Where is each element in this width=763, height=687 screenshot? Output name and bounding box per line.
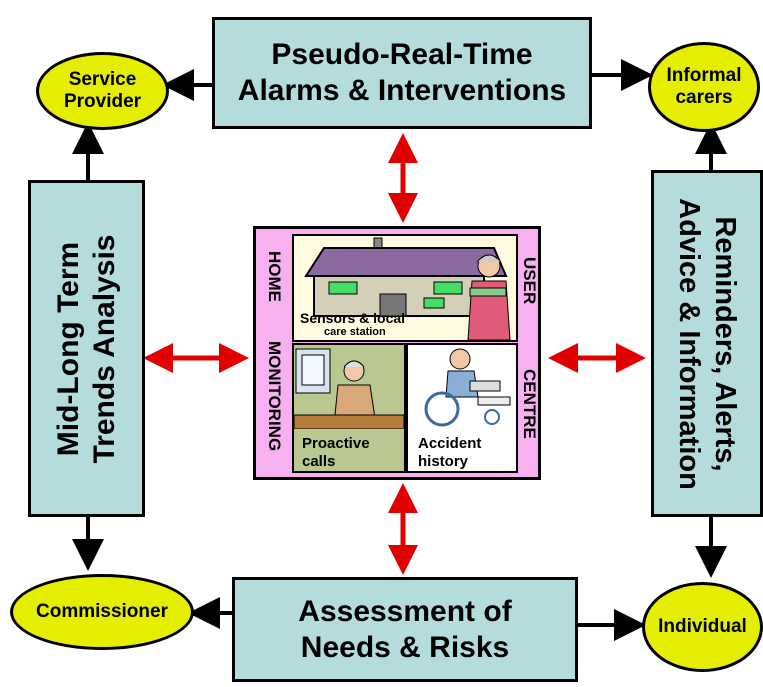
commissioner-label: Commissioner [36,601,168,622]
trends-text: Mid-Long Term Trends Analysis [51,234,123,463]
reminders-text: Reminders, Alerts, Advice & Information [671,198,743,490]
assessment-line1: Assessment of [298,594,512,628]
wheelchair-image [424,348,511,427]
accident-line2: history [418,453,469,470]
house-image [304,237,511,340]
home-illustration: Sensors & local care station [292,234,518,342]
trends-line2: Trends Analysis [87,234,121,463]
monitoring-centre-panel: HOME MONITORING USER CENTRE Sensors & lo… [253,226,541,480]
reminders-line2: Advice & Information [673,197,705,490]
accident-history-area: Accident history [406,343,518,473]
service-provider-line2: Provider [63,91,142,112]
sensors-line2: care station [324,326,386,338]
trends-analysis-box: Mid-Long Term Trends Analysis [28,180,145,517]
reminders-box: Reminders, Alerts, Advice & Information [651,170,763,517]
phone-call-image [294,348,404,429]
informal-carers-oval: Informal carers [648,42,760,132]
trends-line1: Mid-Long Term [51,241,85,456]
individual-label: Individual [658,616,747,637]
proactive-line1: Proactive [302,435,370,452]
centre-label: CENTRE [520,369,539,439]
assessment-box: Assessment of Needs & Risks [232,577,578,682]
accident-line1: Accident [418,435,482,452]
monitoring-label: MONITORING [265,341,284,452]
service-provider-oval: Service Provider [36,52,169,130]
alarms-interventions-box: Pseudo-Real-Time Alarms & Interventions [212,17,592,129]
informal-carers-line2: carers [675,87,733,108]
user-label: USER [520,257,539,305]
informal-carers-line1: Informal [666,65,742,86]
alarms-line1: Pseudo-Real-Time [271,38,533,71]
alarms-line2: Alarms & Interventions [237,74,567,107]
reminders-line1: Reminders, Alerts, [709,215,741,472]
commissioner-oval: Commissioner [10,574,194,650]
proactive-calls-area: Proactive calls [292,343,406,473]
sensors-line1: Sensors & local [300,310,406,326]
individual-oval: Individual [642,582,763,672]
assessment-line2: Needs & Risks [300,630,510,664]
service-provider-line1: Service [68,69,137,90]
proactive-line2: calls [302,453,336,470]
home-label: HOME [265,251,284,302]
